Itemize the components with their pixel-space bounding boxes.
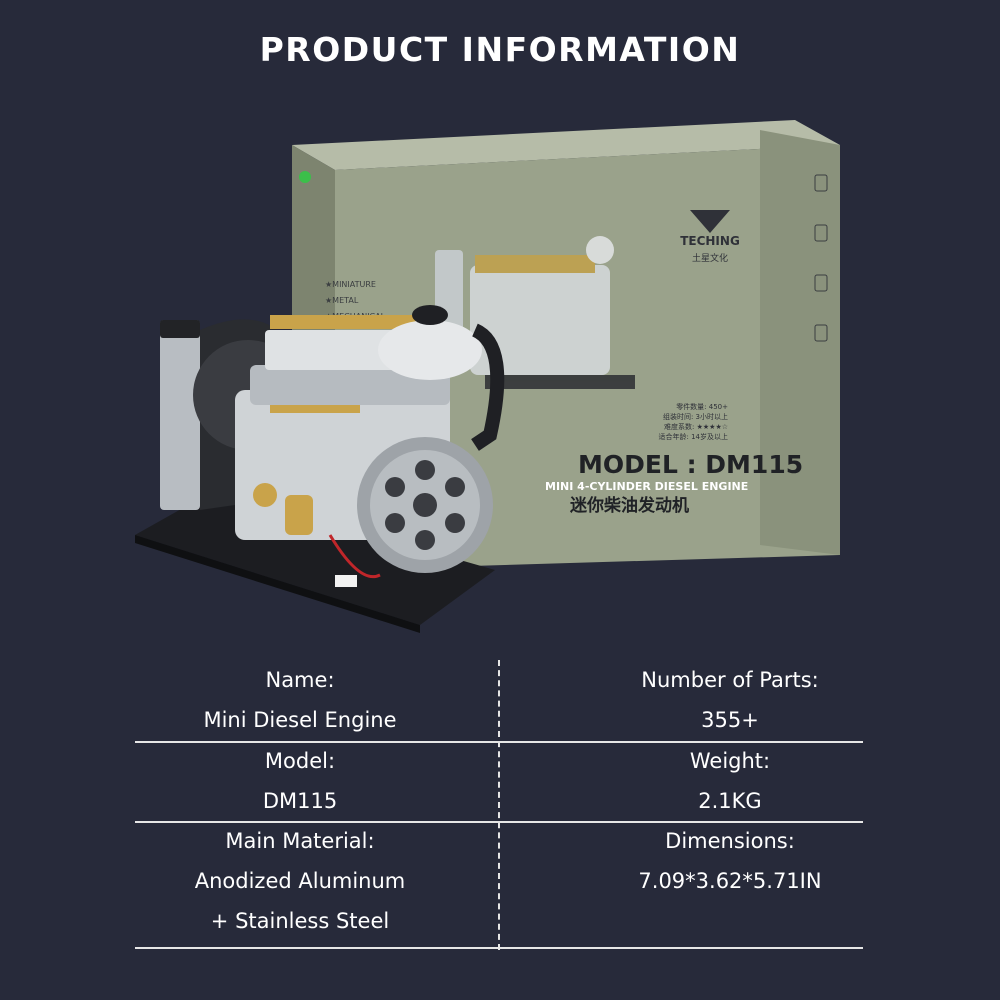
spec-name-value: Mini Diesel Engine	[203, 708, 397, 732]
box-tag-2: ★METAL	[325, 296, 359, 305]
spec-material-value-1: Anodized Aluminum	[194, 869, 406, 893]
spec-weight-label: Weight:	[689, 749, 771, 773]
eco-badge-icon	[299, 171, 311, 183]
box-spec-line-1: 零件数量: 450+	[676, 402, 728, 411]
box-model: MODEL : DM115	[578, 450, 803, 479]
box-top	[292, 120, 840, 170]
row-divider-1	[135, 741, 863, 743]
spec-dimensions-value: 7.09*3.62*5.71IN	[638, 869, 822, 893]
column-divider	[498, 660, 500, 950]
spec-material-value-2: + Stainless Steel	[210, 909, 390, 933]
box-spec-line-2: 组装时间: 3小时以上	[663, 412, 728, 421]
spec-dimensions-label: Dimensions:	[665, 829, 795, 853]
box-subtitle-cn: 迷你柴油发动机	[569, 495, 689, 516]
box-side	[760, 130, 840, 555]
box-side-icons	[814, 174, 828, 342]
spec-model-value: DM115	[262, 789, 338, 813]
spec-table: Name: Mini Diesel Engine Model: DM115 Ma…	[135, 660, 865, 960]
spec-parts-label: Number of Parts:	[641, 668, 819, 692]
box-brand: TECHING	[680, 234, 740, 248]
row-divider-2	[135, 821, 863, 823]
spec-model-label: Model:	[264, 749, 336, 773]
product-photo: TECHING 土星文化 ★MINIATURE ★METAL ★MECHANIC…	[130, 115, 850, 635]
spec-weight-value: 2.1KG	[698, 789, 762, 813]
box-subtitle: MINI 4-CYLINDER DIESEL ENGINE	[545, 480, 748, 493]
spec-parts-value: 355+	[701, 708, 759, 732]
box-engine-image	[435, 236, 635, 389]
spec-material-label: Main Material:	[225, 829, 375, 853]
teching-logo-icon	[690, 210, 730, 233]
box-brand-cn: 土星文化	[692, 252, 728, 264]
row-divider-3	[135, 947, 863, 949]
spec-name-label: Name:	[265, 668, 335, 692]
box-tag-1: ★MINIATURE	[325, 280, 376, 289]
box-spec-line-3: 难度系数: ★★★★☆	[664, 422, 728, 431]
page-title: PRODUCT INFORMATION	[259, 30, 741, 69]
engine-model	[135, 305, 505, 633]
box-spec-line-4: 适合年龄: 14岁及以上	[659, 432, 729, 441]
product-illustration: TECHING 土星文化 ★MINIATURE ★METAL ★MECHANIC…	[135, 120, 840, 633]
